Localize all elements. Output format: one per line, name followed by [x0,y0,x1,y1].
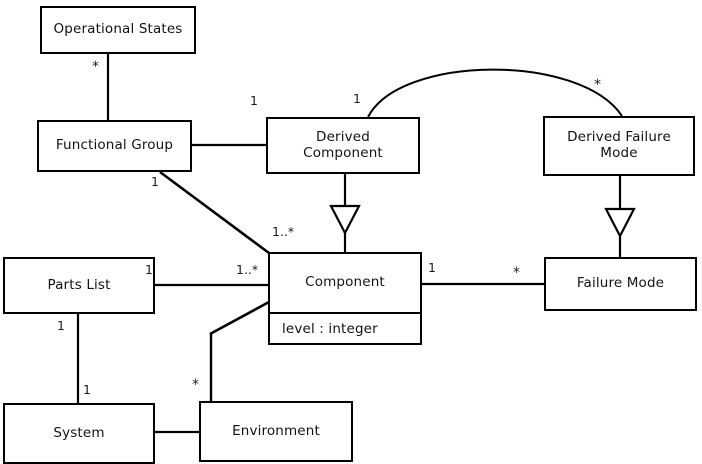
class-box-derived-failure-mode[interactable]: Derived Failure Mode [543,116,695,176]
generalization-triangle-derived-component [329,204,361,236]
class-name-operational-states: Operational States [53,21,183,38]
class-name-derived-component: Derived Component [303,128,383,161]
class-box-functional-group[interactable]: Functional Group [37,120,192,172]
class-attribute-component-level: level : integer [270,312,420,343]
class-name-functional-group: Functional Group [55,137,174,154]
multiplicity-derived-failure-mode-derived-component: * [594,77,601,93]
multiplicity-component-failure-mode: 1 [428,260,436,275]
multiplicity-component-functional-group: 1..* [272,224,295,239]
generalization-triangle-derived-failure-mode [604,207,636,239]
multiplicity-environment-component: * [192,377,199,393]
multiplicity-parts-list-component: 1 [145,262,153,277]
multiplicity-failure-mode-component: * [513,265,520,281]
class-box-parts-list[interactable]: Parts List [3,257,155,314]
class-box-environment[interactable]: Environment [199,401,353,462]
multiplicity-operational-states-functional-group: * [92,59,99,75]
edge-environment-component-diagonal [209,300,270,336]
edge-functional-group-component [159,170,270,255]
multiplicity-component-parts-list: 1..* [236,262,259,277]
class-box-derived-component[interactable]: Derived Component [266,117,420,174]
class-box-operational-states[interactable]: Operational States [40,6,196,54]
class-name-derived-failure-mode: Derived Failure Mode [567,129,671,161]
class-name-environment: Environment [232,422,320,439]
class-name-system: System [53,424,105,441]
class-name-component: Component [305,274,385,291]
edge-derived-component-derived-failure-mode-curve [367,68,623,118]
class-name-failure-mode: Failure Mode [576,275,665,292]
multiplicity-parts-list-system: 1 [57,318,65,333]
class-box-system[interactable]: System [3,403,155,464]
multiplicity-system-parts-list: 1 [83,382,91,397]
multiplicity-derived-component-derived-failure-mode: 1 [353,91,361,106]
class-box-component[interactable]: Component level : integer [268,252,422,345]
multiplicity-functional-group-component: 1 [151,174,159,189]
class-box-failure-mode[interactable]: Failure Mode [544,257,697,311]
multiplicity-functional-group-derived-component: 1 [250,93,258,108]
class-name-parts-list: Parts List [47,276,111,293]
